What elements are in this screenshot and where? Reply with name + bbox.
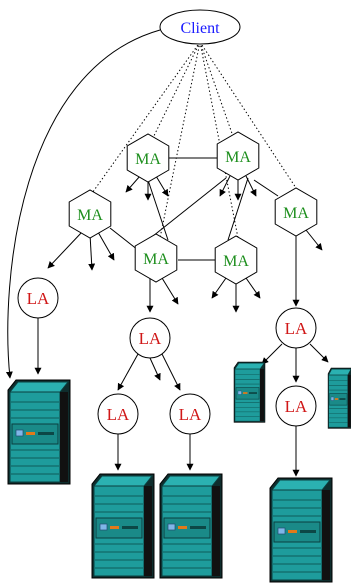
server-rack-icon (233, 361, 266, 423)
la-label: LA (179, 405, 202, 424)
la-label: LA (285, 319, 308, 338)
client-to-server-link (5, 29, 161, 379)
client-label: Client (180, 20, 220, 37)
la-label: LA (27, 289, 50, 308)
ma-label: MA (223, 253, 249, 270)
la-label: LA (139, 329, 162, 348)
master-agent-node: MA (126, 133, 170, 183)
server-rack-icon (327, 367, 351, 429)
master-agent-nodes: MA MA MA MA MA MA (68, 131, 318, 285)
local-agent-node: LA (97, 393, 139, 435)
local-agent-node: LA (17, 277, 59, 319)
ma-label: MA (283, 205, 309, 222)
master-agent-node: MA (214, 235, 258, 285)
client-node: Client (159, 9, 241, 45)
client-to-ma-dotted-links (89, 41, 297, 239)
server-rack-icon (159, 473, 223, 579)
la-label: LA (107, 405, 130, 424)
local-agent-nodes: LA LA LA LA LA LA (17, 277, 317, 435)
local-agent-node: LA (275, 307, 317, 349)
server-rack-icon (269, 477, 333, 583)
ma-label: MA (77, 207, 103, 224)
la-label: LA (285, 397, 308, 416)
local-agent-node: LA (129, 317, 171, 359)
ma-peer-links (109, 157, 279, 261)
master-agent-node: MA (68, 189, 112, 239)
master-agent-node: MA (216, 131, 260, 181)
server-rack-icon (91, 473, 155, 579)
ma-label: MA (143, 251, 169, 268)
server-rack-icon (7, 379, 71, 485)
ma-label: MA (135, 151, 161, 168)
ma-label: MA (225, 149, 251, 166)
local-agent-node: LA (275, 385, 317, 427)
local-agent-node: LA (169, 393, 211, 435)
hierarchy-arrows (34, 175, 329, 477)
master-agent-node: MA (274, 187, 318, 237)
master-agent-node: MA (134, 233, 178, 283)
